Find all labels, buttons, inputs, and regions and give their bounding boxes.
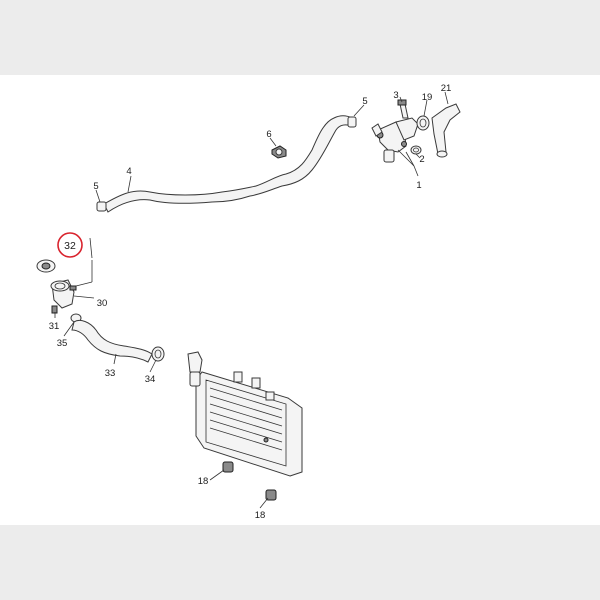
leader-lines bbox=[54, 91, 449, 509]
radiator-cap-32[interactable] bbox=[36, 259, 56, 273]
bolt-3[interactable] bbox=[397, 99, 409, 119]
callout-33[interactable]: 33 bbox=[105, 368, 116, 379]
bottom-margin bbox=[0, 525, 600, 600]
callout-21[interactable]: 21 bbox=[441, 83, 452, 94]
callout-3[interactable]: 3 bbox=[393, 90, 398, 101]
callout-1[interactable]: 1 bbox=[416, 180, 421, 191]
top-margin bbox=[0, 0, 600, 75]
hose-4[interactable] bbox=[103, 115, 353, 213]
grommet-18-bottom[interactable] bbox=[265, 489, 277, 501]
callout-32[interactable]: 32 bbox=[64, 240, 76, 252]
hose-21[interactable] bbox=[431, 103, 461, 158]
clamp-34[interactable] bbox=[151, 346, 165, 362]
filler-neck-30[interactable] bbox=[50, 279, 77, 309]
callout-6[interactable]: 6 bbox=[266, 129, 271, 140]
clamp-5-upper[interactable] bbox=[347, 116, 357, 128]
callout-5-left[interactable]: 5 bbox=[93, 181, 98, 192]
callout-34[interactable]: 34 bbox=[145, 374, 156, 385]
bolt-31[interactable] bbox=[51, 305, 58, 314]
highlight-ring bbox=[57, 232, 83, 258]
radiator[interactable] bbox=[189, 371, 303, 477]
callout-31[interactable]: 31 bbox=[49, 321, 60, 332]
callout-30[interactable]: 30 bbox=[97, 298, 108, 309]
radiator-outlet-pipe[interactable] bbox=[187, 351, 203, 373]
callout-18-left[interactable]: 18 bbox=[198, 476, 209, 487]
thermostat-housing[interactable] bbox=[371, 117, 419, 163]
callout-18-bottom[interactable]: 18 bbox=[255, 510, 266, 521]
hose-33[interactable] bbox=[71, 319, 153, 363]
callout-35[interactable]: 35 bbox=[57, 338, 68, 349]
clamp-5-left[interactable] bbox=[96, 201, 107, 212]
callout-19[interactable]: 19 bbox=[422, 92, 433, 103]
grommet-18-left[interactable] bbox=[222, 461, 234, 473]
callout-4[interactable]: 4 bbox=[126, 166, 131, 177]
callout-5-upper[interactable]: 5 bbox=[362, 96, 367, 107]
o-ring-2[interactable] bbox=[410, 145, 422, 155]
clamp-19[interactable] bbox=[416, 115, 430, 131]
callout-2[interactable]: 2 bbox=[419, 154, 424, 165]
clip-6[interactable] bbox=[271, 145, 287, 159]
